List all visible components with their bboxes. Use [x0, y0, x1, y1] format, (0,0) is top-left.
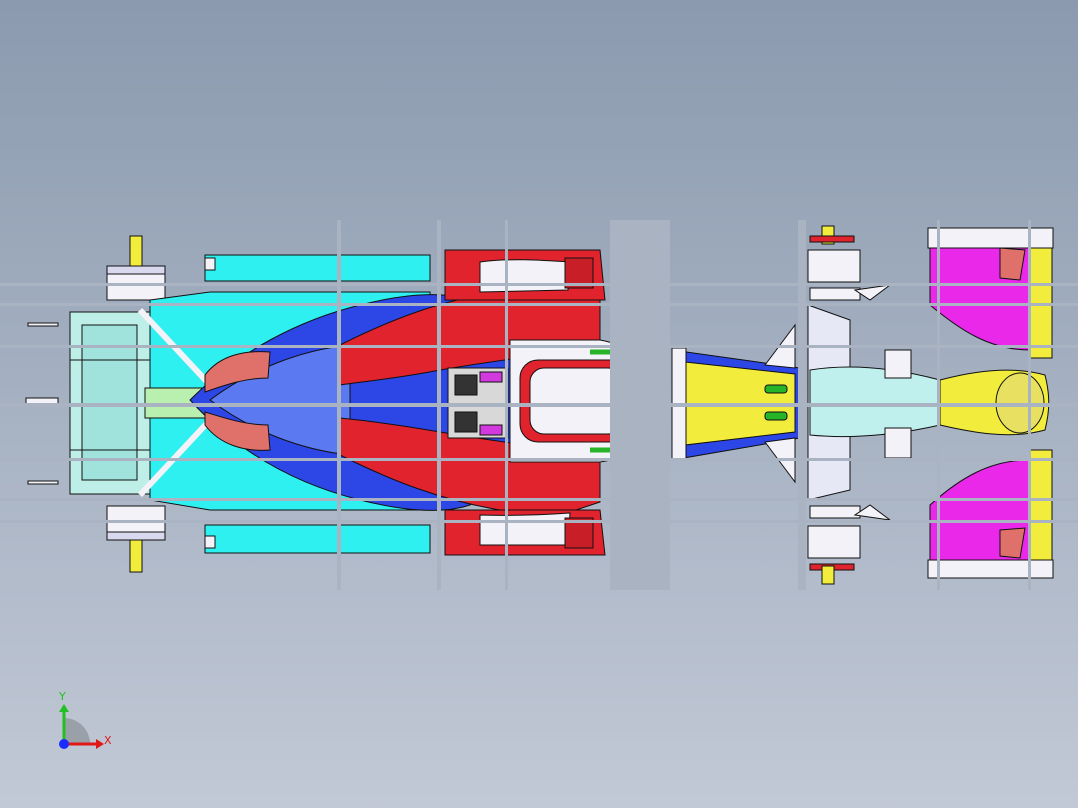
- rear-wheel-top[interactable]: [106, 235, 166, 301]
- x-axis-label: X: [104, 734, 112, 747]
- z-axis-dot: [59, 739, 69, 749]
- front-wheel-bottom[interactable]: [807, 505, 861, 585]
- front-wing[interactable]: [927, 227, 1054, 579]
- section-gaps: [0, 220, 1078, 590]
- x-axis-arrow: [96, 739, 104, 749]
- y-axis-label: Y: [58, 690, 66, 703]
- y-axis-arrow: [59, 704, 69, 712]
- axis-triad[interactable]: X Y: [58, 690, 112, 749]
- front-nose-tip[interactable]: [939, 369, 1050, 436]
- front-wheel-top[interactable]: [807, 225, 861, 301]
- rear-wheel-bottom[interactable]: [106, 505, 166, 573]
- front-suspension[interactable]: [807, 284, 941, 521]
